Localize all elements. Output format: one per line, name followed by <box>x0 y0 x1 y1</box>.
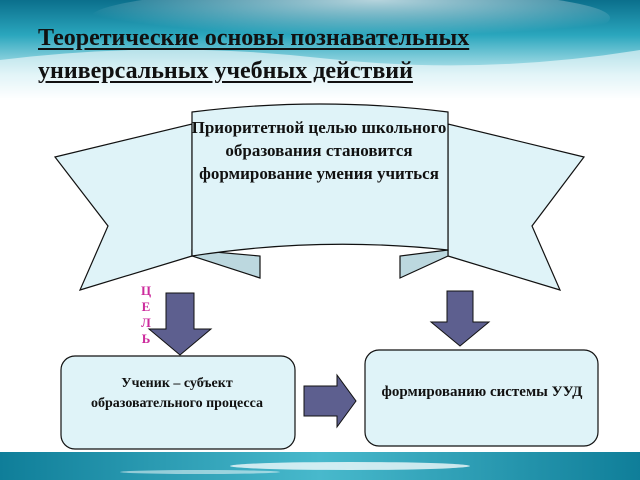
footer-sea-strip <box>0 452 640 480</box>
uud-box-text: формированию системы УУД <box>381 384 583 400</box>
ribbon-right-wing <box>447 123 586 291</box>
uud-box <box>364 349 599 447</box>
ribbon-main-panel <box>191 103 449 257</box>
ribbon-left-wing <box>53 123 193 291</box>
student-box-text: Ученик – субъект образовательного процес… <box>90 376 263 411</box>
down-arrow-left <box>147 292 213 356</box>
goal-letter: Л <box>141 315 151 330</box>
vertical-goal-label: Ц Е Л Ь <box>139 283 153 347</box>
right-arrow <box>303 373 357 429</box>
slide-title: Теоретические основы познавательных унив… <box>38 25 470 84</box>
goal-letter: Ь <box>141 331 151 346</box>
goal-letter: Ц <box>140 283 152 298</box>
goal-letter: Е <box>141 299 151 314</box>
down-arrow-right <box>429 290 491 347</box>
banner-text: Приоритетной целью школьного образования… <box>191 118 447 183</box>
header-sea-background <box>0 0 640 100</box>
student-box <box>60 355 296 450</box>
ribbon-right-fold <box>399 249 449 279</box>
